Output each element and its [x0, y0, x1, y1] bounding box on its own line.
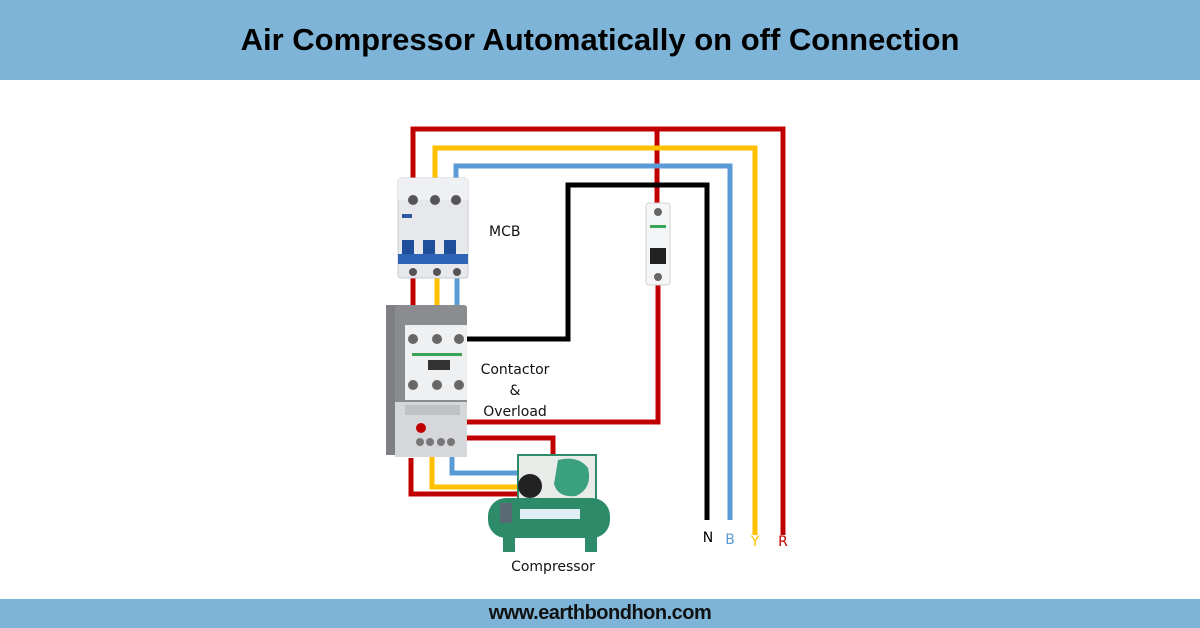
wire-red-supply: [410, 126, 786, 535]
title-banner: Air Compressor Automatically on off Conn…: [0, 0, 1200, 80]
wire-red-motor: [408, 458, 520, 497]
contactor-overload: [386, 305, 467, 457]
phase-label-y: Y: [750, 534, 760, 550]
mcb-1pole: [645, 202, 671, 286]
phase-label-n: N: [703, 530, 713, 546]
footer-banner: www.earthbondhon.com: [0, 599, 1200, 628]
compressor-image: [488, 454, 610, 552]
contactor-label-line2: &: [510, 383, 521, 399]
phase-label-b: B: [725, 532, 735, 548]
wire-red-control: [438, 280, 661, 438]
website-url[interactable]: www.earthbondhon.com: [488, 602, 712, 624]
mcb-label: MCB: [489, 224, 520, 240]
wire-yellow-motor: [429, 455, 520, 490]
wire-blue-motor: [449, 455, 520, 476]
wire-red-pressure-switch: [450, 435, 556, 458]
phase-label-r: R: [778, 534, 788, 550]
page-title: Air Compressor Automatically on off Conn…: [240, 22, 960, 57]
contactor-label-line1: Contactor: [481, 362, 550, 378]
contactor-label-line3: Overload: [483, 404, 547, 420]
compressor-label: Compressor: [511, 559, 595, 575]
wire-yellow-supply: [432, 145, 758, 535]
mcb-3pole: [397, 177, 469, 279]
wire-neutral: [460, 182, 710, 520]
